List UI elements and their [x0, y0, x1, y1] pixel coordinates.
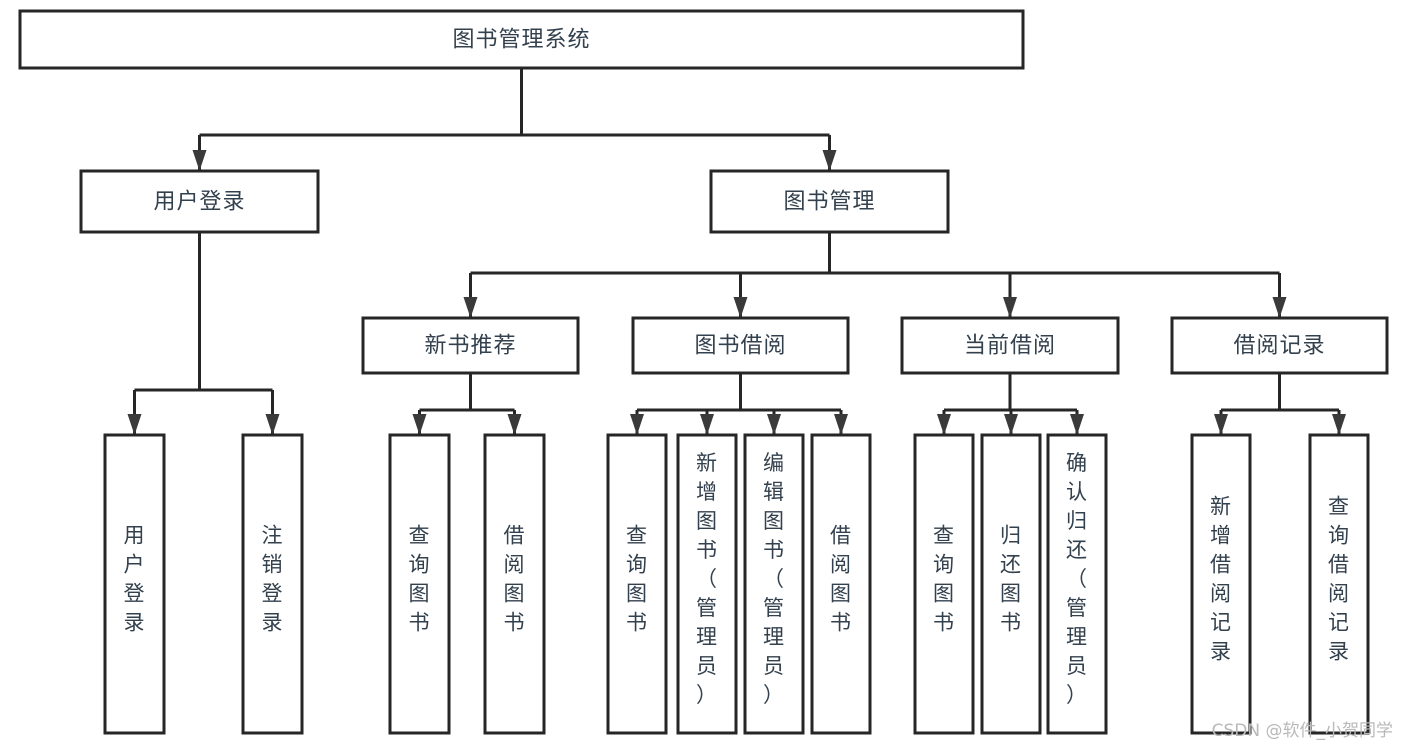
node-leaf-user-login[interactable]: 用户登录	[103, 433, 166, 735]
node-leaf-borrow-book-bb[interactable]: 借阅图书	[810, 433, 872, 735]
node-leaf-borrow-book-rec[interactable]: 借阅图书	[483, 433, 546, 735]
arrow-head-icon	[1332, 414, 1346, 435]
arrow-head-icon	[733, 297, 748, 318]
arrow-head-icon	[463, 297, 478, 318]
arrow-head-icon	[127, 414, 142, 435]
node-label-leaf-query-record: 查询借阅记录	[1328, 495, 1350, 664]
node-label-leaf-logout: 注销登录	[262, 524, 284, 635]
node-box-leaf-query-book-cb[interactable]	[913, 433, 975, 735]
node-new-book-recommend[interactable]: 新书推荐	[361, 316, 580, 375]
connector-current-borrow-to-leaves	[937, 373, 1084, 435]
node-box-leaf-add-record[interactable]	[1190, 433, 1252, 735]
node-user-login[interactable]: 用户登录	[79, 169, 320, 234]
node-leaf-query-record[interactable]: 查询借阅记录	[1308, 433, 1370, 735]
node-root[interactable]: 图书管理系统	[18, 9, 1025, 70]
node-leaf-confirm-return[interactable]: 确认归还（管理员）	[1046, 433, 1108, 735]
connector-new-book-recommend-to-leaves	[412, 373, 522, 435]
node-book-borrow[interactable]: 图书借阅	[631, 316, 850, 375]
node-label-leaf-add-book: 新增图书（管理员）	[696, 451, 718, 707]
node-label-new-book-recommend: 新书推荐	[424, 334, 516, 359]
node-box-leaf-user-login[interactable]	[103, 433, 166, 735]
node-borrow-record[interactable]: 借阅记录	[1170, 316, 1389, 375]
node-box-new-book-recommend[interactable]	[361, 316, 580, 375]
arrow-head-icon	[192, 150, 207, 171]
node-leaf-query-book-bb[interactable]: 查询图书	[606, 433, 668, 735]
node-leaf-return-book[interactable]: 归还图书	[980, 433, 1042, 735]
node-current-borrow[interactable]: 当前借阅	[900, 316, 1120, 375]
node-label-current-borrow: 当前借阅	[964, 334, 1056, 359]
node-box-current-borrow[interactable]	[900, 316, 1120, 375]
node-label-leaf-query-book-cb: 查询图书	[933, 524, 955, 635]
arrow-head-icon	[412, 414, 427, 435]
connector-root-to-level2	[192, 68, 837, 171]
node-leaf-edit-book[interactable]: 编辑图书（管理员）	[743, 433, 805, 735]
node-label-leaf-borrow-book-bb: 借阅图书	[830, 524, 852, 635]
connector-book-borrow-to-leaves	[630, 373, 848, 435]
node-label-leaf-user-login: 用户登录	[124, 524, 146, 635]
node-box-user-login[interactable]	[79, 169, 320, 234]
node-label-borrow-record: 借阅记录	[1233, 334, 1325, 359]
node-leaf-logout[interactable]: 注销登录	[241, 433, 304, 735]
node-label-book-manage: 图书管理	[783, 190, 875, 215]
arrow-head-icon	[1004, 414, 1018, 435]
node-label-leaf-query-book-bb: 查询图书	[626, 524, 648, 635]
node-label-book-borrow: 图书借阅	[694, 334, 786, 359]
node-box-leaf-query-book-rec[interactable]	[388, 433, 451, 735]
node-label-leaf-edit-book: 编辑图书（管理员）	[763, 451, 785, 707]
arrow-head-icon	[507, 414, 522, 435]
node-label-user-login: 用户登录	[153, 190, 245, 215]
arrow-head-icon	[834, 414, 848, 435]
node-leaf-query-book-rec[interactable]: 查询图书	[388, 433, 451, 735]
node-box-leaf-edit-book[interactable]	[743, 433, 805, 735]
arrow-head-icon	[1003, 297, 1017, 318]
node-box-leaf-query-record[interactable]	[1308, 433, 1370, 735]
node-box-leaf-borrow-book-rec[interactable]	[483, 433, 546, 735]
node-box-leaf-borrow-book-bb[interactable]	[810, 433, 872, 735]
node-book-manage[interactable]: 图书管理	[709, 169, 950, 234]
node-label-root: 图书管理系统	[452, 28, 590, 53]
arrow-head-icon	[1272, 297, 1287, 318]
arrow-head-icon	[1214, 414, 1228, 435]
node-leaf-add-book[interactable]: 新增图书（管理员）	[676, 433, 738, 735]
node-label-leaf-add-record: 新增借阅记录	[1210, 495, 1232, 664]
node-box-leaf-logout[interactable]	[241, 433, 304, 735]
node-box-leaf-query-book-bb[interactable]	[606, 433, 668, 735]
connectors-layer	[127, 68, 1346, 435]
node-box-leaf-add-book[interactable]	[676, 433, 738, 735]
arrow-head-icon	[1070, 414, 1084, 435]
node-box-book-borrow[interactable]	[631, 316, 850, 375]
node-box-book-manage[interactable]	[709, 169, 950, 234]
node-box-leaf-return-book[interactable]	[980, 433, 1042, 735]
node-label-leaf-return-book: 归还图书	[1000, 524, 1022, 635]
node-label-leaf-query-book-rec: 查询图书	[409, 524, 431, 635]
node-leaf-query-book-cb[interactable]: 查询图书	[913, 433, 975, 735]
boxes-layer: 图书管理系统用户登录图书管理新书推荐图书借阅当前借阅借阅记录用户登录注销登录查询…	[18, 9, 1389, 735]
connector-bookmanage-to-level3	[463, 232, 1287, 318]
arrow-head-icon	[630, 414, 644, 435]
connector-user-login-to-leaves	[127, 232, 280, 435]
node-leaf-add-record[interactable]: 新增借阅记录	[1190, 433, 1252, 735]
node-box-leaf-confirm-return[interactable]	[1046, 433, 1108, 735]
arrow-head-icon	[937, 414, 951, 435]
node-label-leaf-confirm-return: 确认归还（管理员）	[1066, 451, 1088, 707]
node-box-root[interactable]	[18, 9, 1025, 70]
node-box-borrow-record[interactable]	[1170, 316, 1389, 375]
node-label-leaf-borrow-book-rec: 借阅图书	[504, 524, 526, 635]
connector-borrow-record-to-leaves	[1214, 373, 1346, 435]
arrow-head-icon	[265, 414, 280, 435]
arrow-head-icon	[822, 150, 837, 171]
arrow-head-icon	[767, 414, 781, 435]
arrow-head-icon	[700, 414, 714, 435]
